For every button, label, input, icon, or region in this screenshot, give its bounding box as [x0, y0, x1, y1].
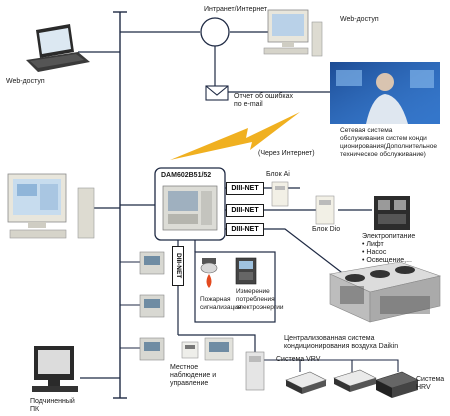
laptop-icon [26, 24, 90, 72]
indoor-unit-tower-icon [245, 351, 265, 391]
fire-detector-icon [200, 258, 218, 288]
block-ai-icon [271, 181, 289, 207]
web-access-top-label: Web-доступ [340, 16, 379, 23]
power-item-lighting: • Освещение,... [362, 257, 412, 264]
vrv-label: Система VRV [276, 356, 321, 363]
central-bus-right [255, 359, 399, 372]
hrv-label: Система HRV [416, 376, 445, 391]
remote-controller-1 [139, 251, 165, 275]
block-ai-label: Блок Ai [266, 171, 290, 178]
cassette-unit-icon-2 [333, 369, 377, 392]
internet-link-bolt [170, 112, 300, 160]
central-bus [178, 334, 256, 352]
net-tag-2: DIII-NET [226, 204, 264, 217]
error-report-label: Отчет об ошибках по e-mail [234, 93, 293, 108]
local-remote-wide [204, 337, 234, 361]
local-control-label: Местное наблюдение и управление [170, 364, 217, 387]
net-tag-1: DIII-NET [226, 182, 264, 195]
remote-controller-3 [139, 337, 165, 361]
power-item-pump: • Насос [362, 249, 387, 256]
power-item-lift: • Лифт [362, 241, 384, 248]
net-line-3b [262, 228, 346, 276]
power-label: Электропитание [362, 233, 416, 240]
local-remote-small [181, 341, 199, 359]
outdoor-units-icon [328, 261, 442, 323]
main-pc-icon [7, 173, 95, 239]
sub-pc-icon [32, 346, 78, 392]
service-photo [330, 62, 440, 124]
fire-alarm-label: Пожарная сигнализация [200, 296, 242, 311]
hrv-unit-icon [375, 371, 419, 398]
controller-box [154, 167, 226, 241]
block-dio-icon [315, 195, 335, 225]
remote-controller-2 [139, 294, 165, 318]
internet-cloud-icon [200, 17, 230, 47]
power-metering-label: Измерение потребления электроэнергии [236, 288, 284, 311]
cassette-unit-icon-1 [285, 371, 327, 394]
controller-label: DAM602B51/52 [161, 172, 212, 179]
web-pc-icon [263, 9, 323, 57]
central-system-label: Централизованная система кондиционирован… [284, 335, 399, 350]
sub-pc-label: Подчиненный ПК [30, 398, 75, 413]
block-dio-label: Блок Dio [312, 226, 341, 233]
service-system-label: Сетевая система обслуживания систем конд… [340, 127, 438, 158]
internet-label: Интранет/Интернет [204, 6, 268, 13]
via-internet-label: (Через Интернет) [258, 150, 315, 157]
power-meter-icon [235, 257, 257, 285]
net-tag-vertical: DIII-NET [172, 246, 184, 286]
net-tag-3: DIII-NET [226, 223, 264, 236]
web-access-left-label: Web-доступ [6, 78, 45, 85]
email-icon [205, 85, 229, 101]
power-panel-icon [374, 196, 410, 230]
